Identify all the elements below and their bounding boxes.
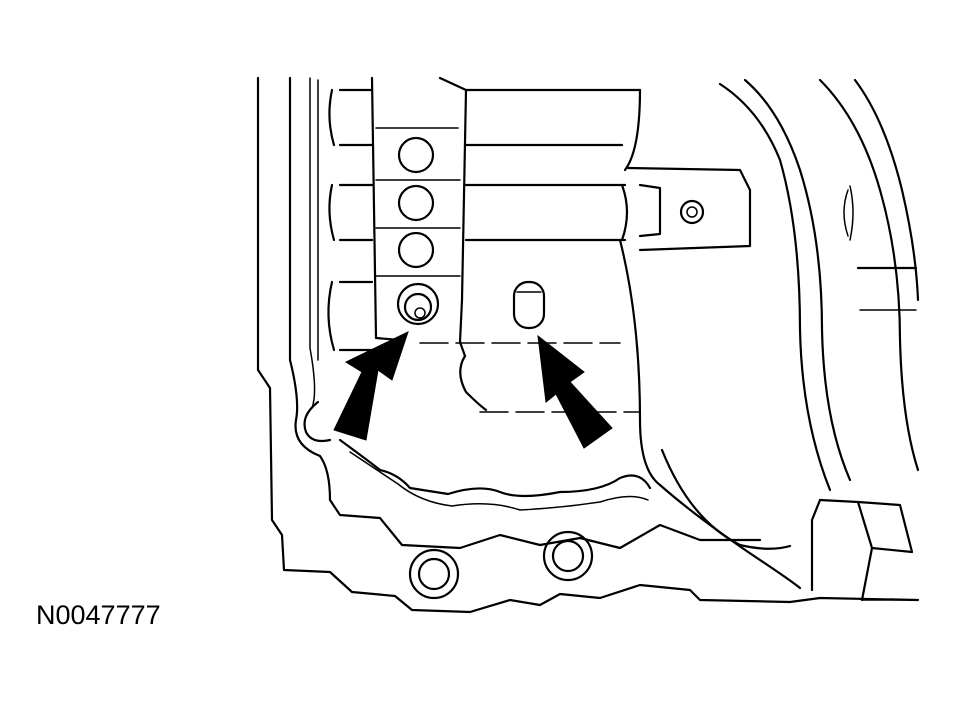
dashed-guides (419, 342, 641, 413)
strip-hole-1 (397, 136, 435, 174)
bolt-boss-center (542, 530, 594, 582)
figure-id-label: N0047777 (36, 600, 161, 630)
left-arrow (333, 331, 409, 441)
oval-passage (512, 280, 546, 330)
callout-arrows (333, 331, 613, 449)
tubes (327, 88, 642, 352)
valve-body-strip (370, 76, 488, 412)
check-ball-bore (396, 282, 440, 326)
boss-upper-left (303, 400, 332, 443)
corner-block (810, 498, 919, 602)
strip-hole-3 (397, 231, 435, 269)
right-arrow (537, 334, 613, 449)
case-outline (256, 76, 920, 614)
bolt-bosses (303, 400, 594, 600)
bracket (626, 166, 752, 252)
bracket-boss (679, 199, 705, 225)
bolt-boss-left (408, 548, 460, 600)
bell-housing (618, 78, 920, 590)
strip-hole-2 (397, 184, 435, 222)
